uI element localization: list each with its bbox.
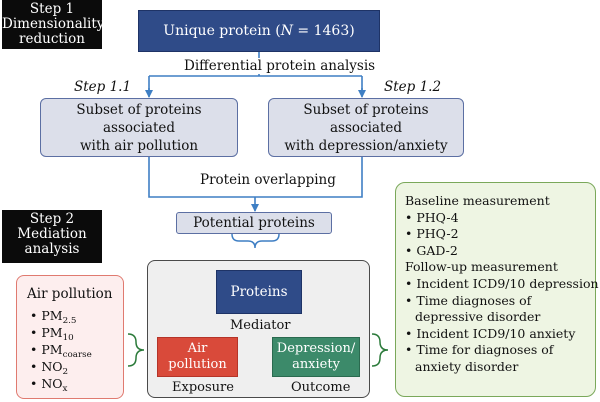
subset-air-line2: with air pollution bbox=[79, 137, 199, 154]
pollutant-pmcoarse: • PMcoarse bbox=[30, 342, 92, 360]
step-1-2-label: Step 1.2 bbox=[384, 79, 442, 95]
air-pollution-exposure-box: Air pollution bbox=[157, 337, 238, 377]
brace-potential bbox=[231, 233, 280, 249]
subset-air-line1: Subset of proteins associated bbox=[76, 101, 202, 136]
measurement-panel bbox=[395, 182, 596, 397]
step2-line2: Mediation bbox=[17, 226, 87, 242]
step2-title: Step 2 bbox=[29, 211, 75, 227]
step2-label: Step 2 Mediation analysis bbox=[2, 210, 102, 263]
step1-line3: reduction bbox=[19, 31, 85, 47]
followup-item-time-anx: • Time for diagnoses of bbox=[405, 342, 554, 358]
unique-protein-prefix: Unique protein ( bbox=[163, 23, 281, 39]
subset-dep-line1: Subset of proteins associated bbox=[303, 101, 429, 136]
outcome-line2: anxiety bbox=[292, 357, 340, 372]
exposure-label: Exposure bbox=[172, 380, 234, 395]
unique-protein-n: N bbox=[280, 23, 293, 39]
followup-heading: Follow-up measurement bbox=[405, 259, 558, 275]
measurement-list: Baseline measurement • PHQ-4 • PHQ-2 • G… bbox=[405, 193, 599, 376]
step1-label: Step 1 Dimensionality reduction bbox=[2, 0, 105, 49]
potential-proteins-label: Potential proteins bbox=[193, 215, 315, 231]
protein-overlapping-label: Protein overlapping bbox=[200, 172, 336, 188]
unique-protein-suffix: = 1463) bbox=[292, 23, 355, 39]
followup-item-time-dep-cont: depressive disorder bbox=[415, 309, 541, 325]
subset-depression-box: Subset of proteins associated with depre… bbox=[268, 98, 464, 157]
outcome-label: Outcome bbox=[291, 380, 351, 395]
brace-left bbox=[127, 333, 145, 367]
air-pollution-title: Air pollution bbox=[27, 286, 113, 302]
baseline-heading: Baseline measurement bbox=[405, 193, 550, 208]
mediator-label: Mediator bbox=[230, 318, 291, 333]
followup-item-anxiety: • Incident ICD9/10 anxiety bbox=[405, 325, 576, 341]
differential-analysis-label: Differential protein analysis bbox=[182, 58, 378, 74]
step2-line3: analysis bbox=[24, 241, 80, 257]
baseline-item-phq4: • PHQ-4 bbox=[405, 209, 459, 225]
step1-title: Step 1 bbox=[29, 1, 75, 17]
exposure-line1: Air bbox=[187, 341, 208, 356]
subset-air-pollution-box: Subset of proteins associated with air p… bbox=[40, 98, 238, 157]
subset-dep-line2: with depression/anxiety bbox=[284, 137, 448, 154]
pollutant-no2: • NO2 bbox=[30, 359, 69, 377]
merge-connector bbox=[148, 157, 363, 211]
pollutant-nox: • NOx bbox=[30, 376, 68, 394]
air-pollutant-list: • PM2.5 • PM10 • PMcoarse • NO2 • NOx bbox=[30, 307, 92, 394]
followup-item-time-dep: • Time diagnoses of bbox=[405, 292, 532, 308]
proteins-label: Proteins bbox=[230, 284, 288, 300]
outcome-line1: Depression/ bbox=[276, 341, 356, 356]
potential-proteins-box: Potential proteins bbox=[176, 212, 332, 234]
baseline-item-gad2: • GAD-2 bbox=[405, 242, 458, 258]
step1-line2: Dimensionality bbox=[2, 16, 105, 32]
pollutant-pm10: • PM10 bbox=[30, 325, 74, 343]
depression-outcome-box: Depression/ anxiety bbox=[272, 337, 360, 377]
followup-item-time-anx-cont: anxiety disorder bbox=[415, 358, 519, 374]
step-1-1-label: Step 1.1 bbox=[74, 79, 132, 95]
followup-item-depression: • Incident ICD9/10 depression bbox=[405, 275, 599, 291]
baseline-item-phq2: • PHQ-2 bbox=[405, 226, 459, 242]
unique-protein-box: Unique protein (N = 1463) bbox=[138, 10, 380, 52]
air-pollution-panel bbox=[16, 275, 124, 399]
proteins-box: Proteins bbox=[216, 270, 302, 314]
pollutant-pm25: • PM2.5 bbox=[30, 308, 77, 326]
brace-right bbox=[371, 333, 389, 367]
exposure-line2: pollution bbox=[168, 357, 227, 372]
